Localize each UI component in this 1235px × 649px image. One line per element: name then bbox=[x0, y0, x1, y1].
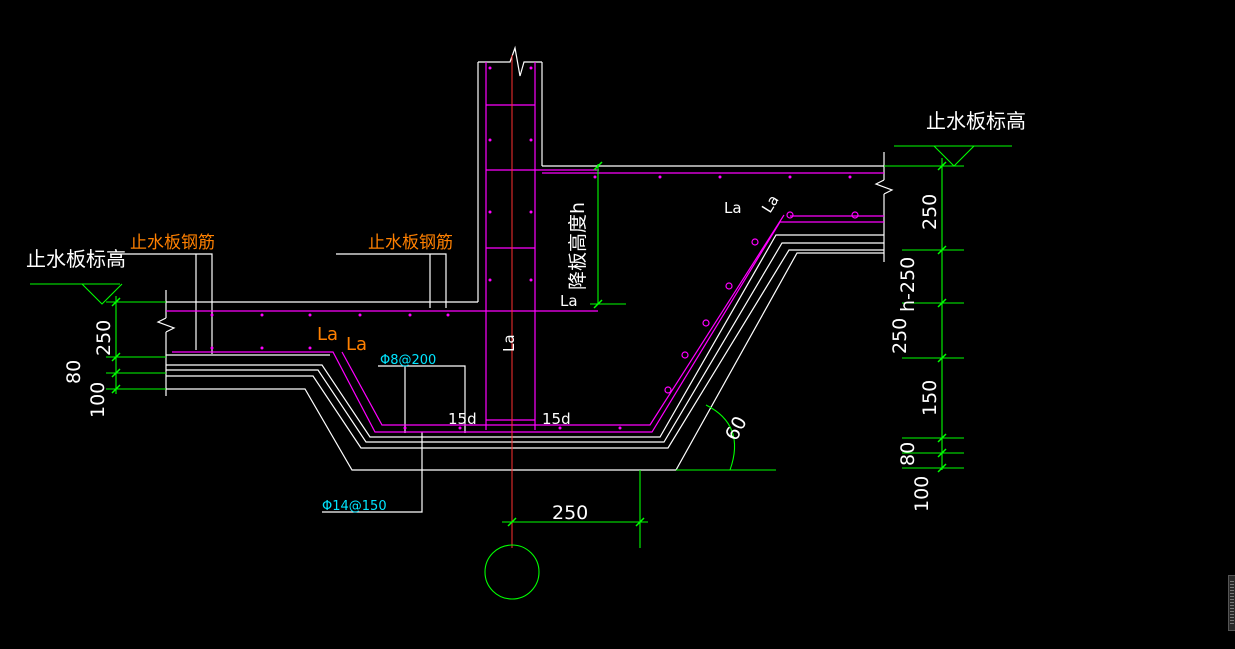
right-elevation-label: 止水板标高 bbox=[926, 109, 1026, 133]
dimension-ticks bbox=[111, 161, 947, 527]
concrete-outline bbox=[110, 45, 894, 513]
scrollbar-thumb[interactable] bbox=[1230, 581, 1234, 625]
la-right-top: La bbox=[724, 199, 742, 217]
phi14-spec-label: Φ14@150 bbox=[322, 499, 387, 514]
rebar-lines bbox=[166, 62, 884, 433]
phi8-spec-label: Φ8@200 bbox=[380, 353, 436, 368]
right-dim-100: 100 bbox=[911, 476, 933, 512]
la-left-slope: La bbox=[346, 334, 367, 355]
right-dim-250-mid: 250 bbox=[889, 318, 911, 354]
drop-height-label: 降板高度h bbox=[567, 202, 589, 290]
15d-left-label: 15d bbox=[448, 410, 477, 428]
right-dim-250-top: 250 bbox=[919, 194, 941, 230]
la-left-top: La bbox=[317, 324, 338, 345]
angle-label: 60 bbox=[721, 413, 752, 445]
bottom-dim-250: 250 bbox=[552, 502, 588, 524]
la-center-vertical: La bbox=[500, 334, 518, 352]
dimension-lines bbox=[30, 145, 1012, 600]
right-dim-150: 150 bbox=[919, 380, 941, 416]
left-elevation-label: 止水板标高 bbox=[26, 247, 126, 271]
mid-rebar-label: 止水板钢筋 bbox=[368, 233, 453, 253]
right-dim-h-250: h-250 bbox=[897, 257, 919, 312]
left-dim-100: 100 bbox=[87, 382, 109, 418]
right-dim-80: 80 bbox=[897, 442, 919, 466]
15d-right-label: 15d bbox=[542, 410, 571, 428]
la-right-slope: La bbox=[758, 192, 783, 216]
left-dim-250: 250 bbox=[93, 320, 115, 356]
slope-rebar-circles bbox=[664, 211, 859, 394]
left-dim-80: 80 bbox=[63, 360, 85, 384]
rebar-dots bbox=[210, 66, 852, 430]
vertical-scrollbar[interactable] bbox=[1228, 575, 1235, 631]
left-rebar-label: 止水板钢筋 bbox=[130, 233, 215, 253]
la-mid: La bbox=[560, 292, 578, 310]
